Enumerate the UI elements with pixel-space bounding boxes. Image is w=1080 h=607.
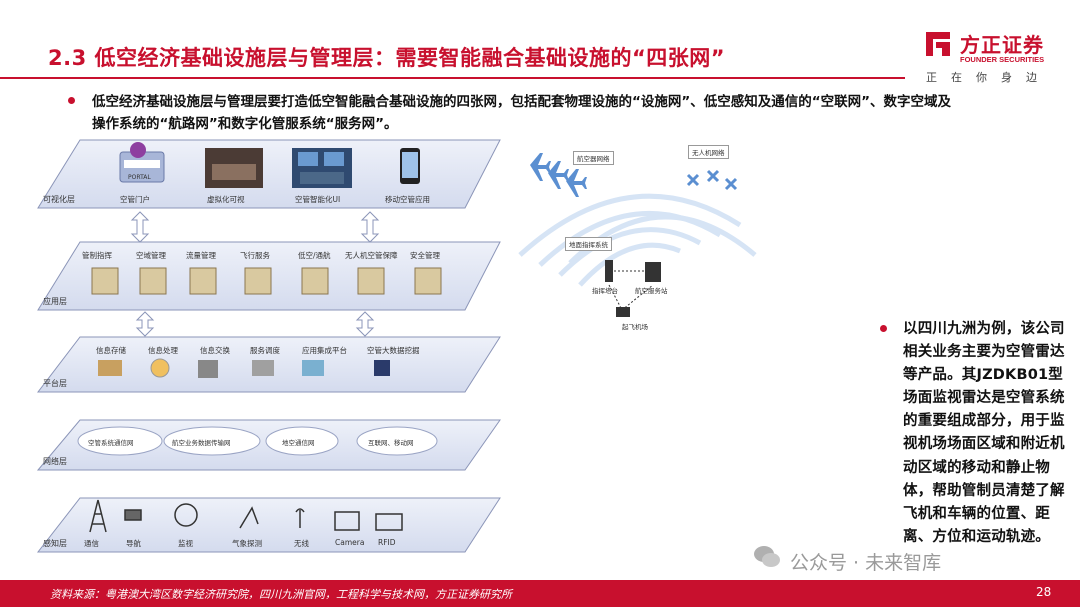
source-note: 资料来源：粤港澳大湾区数字经济研究院，四川九洲官网，工程科学与技术网，方正证券研… <box>50 586 512 602</box>
title-divider <box>0 77 905 79</box>
bullet-icon <box>68 97 75 104</box>
network-item: 互联网、移动网 <box>368 437 414 447</box>
app-layer-label: 应用层 <box>43 296 67 307</box>
signal-waves <box>520 196 755 285</box>
platform-item: 应用集成平台 <box>302 345 347 356</box>
service-station-label: 航空服务站 <box>635 285 668 295</box>
airport-label: 起飞机场 <box>622 321 648 331</box>
app-item: 安全管理 <box>410 250 440 261</box>
app-item: 空域管理 <box>136 250 166 261</box>
atc-ui-icon <box>292 148 352 188</box>
network-layer-label: 网络层 <box>43 456 67 467</box>
sensing-item: Camera <box>335 538 364 547</box>
platform-layer-label: 平台层 <box>43 378 67 389</box>
sensing-item: RFID <box>378 538 396 547</box>
founder-logo-icon <box>922 28 954 60</box>
sensing-item: 监视 <box>178 538 193 549</box>
uav-net-label: 无人机网络 <box>688 145 729 159</box>
app-item: 飞行服务 <box>240 250 270 261</box>
sensing-item: 通信 <box>84 538 99 549</box>
bullet-icon <box>880 325 887 332</box>
drone-icons <box>688 171 736 189</box>
aircraft-net-label: 航空器网络 <box>573 151 614 165</box>
page-number: 28 <box>1036 585 1051 599</box>
layered-architecture-diagram: 可视化层 应用层 平台层 网络层 感知层 PORTAL 空管门户 虚拟化可视 空… <box>0 130 520 570</box>
mobile-app-icon <box>400 148 420 184</box>
network-item: 航空业务数据传输网 <box>172 437 231 447</box>
app-item: 管制指挥 <box>82 250 112 261</box>
visual-layer-label: 可视化层 <box>43 194 75 205</box>
app-item: 无人机空管保障 <box>345 250 398 261</box>
network-item: 地空通信网 <box>282 437 315 447</box>
app-item: 流量管理 <box>186 250 216 261</box>
founder-logo: 方正证券 FOUNDER SECURITIES 正在你身边 <box>922 28 1062 88</box>
portal-tag: PORTAL <box>128 174 151 181</box>
page-title: 2.3 低空经济基础设施层与管理层：需要智能融合基础设施的“四张网” <box>48 42 725 72</box>
case-study-text: 以四川九洲为例，该公司相关业务主要为空管雷达等产品。其JZDKB01型场面监视雷… <box>903 318 1073 549</box>
visual-item: 空管门户 <box>120 194 150 205</box>
sensing-item: 气象探测 <box>232 538 262 549</box>
sensing-layer-label: 感知层 <box>43 538 67 549</box>
intro-paragraph: 低空经济基础设施层与管理层要打造低空智能融合基础设施的四张网，包括配套物理设施的… <box>92 91 962 135</box>
cmd-station-label: 指挥塔台 <box>592 285 618 295</box>
platform-item: 信息交换 <box>200 345 230 356</box>
wechat-icon <box>752 543 782 571</box>
ground-cmd-label: 地面指挥系统 <box>565 237 612 251</box>
sensing-item: 导航 <box>126 538 141 549</box>
virtual-visual-icon <box>205 148 263 188</box>
watermark-text: 公众号 · 未来智库 <box>790 548 941 575</box>
four-networks-diagram: 航空器网络 无人机网络 地面指挥系统 指挥塔台 航空服务站 起飞机场 <box>510 135 770 335</box>
visual-item: 虚拟化可视 <box>207 194 245 205</box>
logo-slogan: 正在你身边 <box>926 69 1051 85</box>
visual-item: 移动空管应用 <box>385 194 430 205</box>
network-graphic <box>510 135 770 335</box>
sensing-layer-plane <box>38 498 500 552</box>
app-item: 低空/通航 <box>298 250 331 261</box>
visual-layer-plane <box>38 140 500 208</box>
watermark-label: 公众号 · 未来智库 <box>790 552 941 574</box>
network-item: 空管系统通信网 <box>88 437 134 447</box>
platform-item: 信息处理 <box>148 345 178 356</box>
visual-item: 空管智能化UI <box>295 194 340 205</box>
platform-item: 空管大数据挖掘 <box>367 345 420 356</box>
platform-item: 服务调度 <box>250 345 280 356</box>
sensing-item: 无线 <box>294 538 309 549</box>
platform-item: 信息存储 <box>96 345 126 356</box>
logo-name-en: FOUNDER SECURITIES <box>960 55 1044 64</box>
logo-name-cn: 方正证券 <box>960 29 1044 58</box>
